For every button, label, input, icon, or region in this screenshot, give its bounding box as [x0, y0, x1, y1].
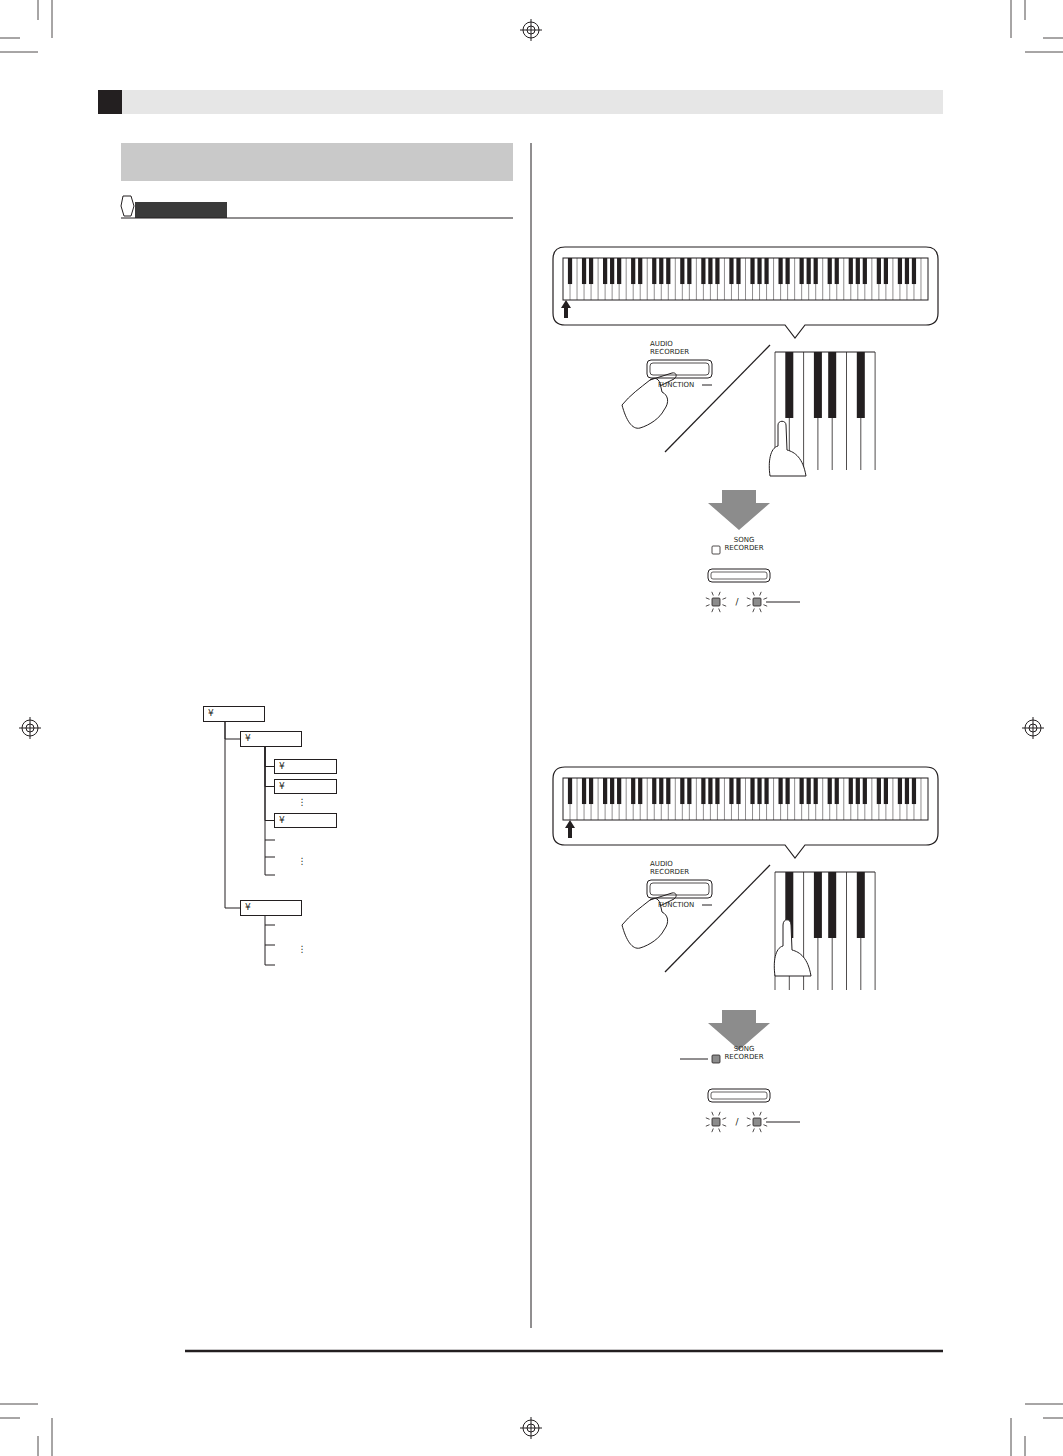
section-heading-box — [121, 143, 513, 181]
tree-connector — [265, 747, 274, 787]
keyboard — [563, 258, 928, 300]
tree-connector — [265, 747, 274, 767]
symbol-label: ⋮ — [297, 856, 307, 866]
panel-label: FUNCTION — [658, 901, 702, 909]
zoomed-keys — [775, 872, 875, 990]
folder-name: ¥ — [275, 780, 336, 793]
key-arrow — [561, 300, 571, 318]
symbol-label: ⋮ — [297, 797, 307, 807]
led — [712, 546, 720, 554]
tree-connector — [265, 747, 274, 821]
finger — [769, 421, 806, 476]
folder-box: ¥¥¥¥ — [240, 731, 302, 747]
folder-name: ¥ — [275, 760, 336, 773]
header-tab — [98, 90, 122, 114]
symbol-label: / — [733, 597, 741, 607]
note-tab — [135, 202, 227, 218]
folder-name: ¥ — [204, 707, 264, 720]
tree-connector — [225, 722, 240, 908]
folder-box: ¥ — [240, 900, 302, 916]
panel-label: AUDIO RECORDER — [650, 860, 700, 876]
leader-line — [680, 1059, 708, 1060]
tree-connector — [225, 722, 240, 739]
folder-box: ¥ — [274, 759, 337, 774]
symbol-label: ⋮ — [297, 944, 307, 954]
panel-label: FUNCTION — [658, 381, 702, 389]
symbol-label: / — [733, 1117, 741, 1127]
panel-label: SONG RECORDER — [704, 1045, 766, 1061]
note-icon — [121, 196, 134, 216]
folder-box: ¥ — [274, 813, 337, 828]
key-arrow — [565, 820, 575, 838]
finger — [774, 920, 811, 976]
folder-name: ¥ — [241, 732, 301, 745]
header-bar — [122, 90, 943, 114]
panel-label: SONG RECORDER — [704, 536, 766, 552]
folder-box: ¥ — [274, 779, 337, 794]
led — [712, 1055, 720, 1063]
panel-label: AUDIO RECORDER — [650, 340, 700, 356]
footer-rule — [185, 1350, 943, 1353]
keyboard — [563, 778, 928, 820]
folder-name: ¥ — [241, 901, 301, 914]
folder-name: ¥ — [275, 814, 336, 827]
folder-box: ¥¥¥¥¥¥ — [203, 706, 265, 722]
